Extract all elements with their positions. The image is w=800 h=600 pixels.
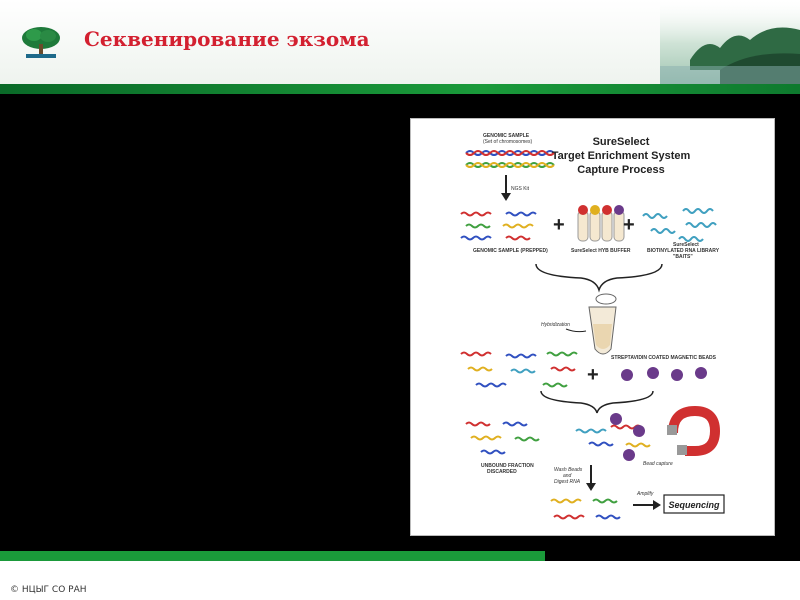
arrowhead-icon (653, 500, 661, 510)
hybridization-tube-icon (588, 293, 617, 355)
sequencing-box (663, 494, 725, 514)
plus-sign-3: + (587, 364, 599, 386)
prepped-sample-label: GENOMIC SAMPLE (PREPPED) (473, 248, 548, 254)
hybridization-label: Hybridization (541, 322, 570, 328)
brace-icon (535, 263, 663, 293)
enriched-fragments-icon (550, 498, 621, 520)
footer-stripe (0, 551, 545, 561)
genomic-sample-sublabel: (Set of chromosomes) (483, 139, 533, 145)
chromosome-set-icon (465, 150, 555, 168)
library-label-2: BIOTINYLATED RNA LIBRARY (647, 248, 720, 254)
genomic-sample-label: GENOMIC SAMPLE (483, 133, 530, 139)
hyb-buffer-label: SureSelect HYB BUFFER (571, 248, 631, 254)
heading-line-2: Target Enrichment System (552, 150, 691, 162)
curved-arrow-icon (565, 328, 587, 333)
prepped-fragments-icon (460, 211, 537, 241)
wash-label-3: Digest RNA (554, 479, 581, 485)
footer-copyright: © НЦЫГ СО РАН (10, 585, 87, 595)
beads-label: STREPTAVIDIN COATED MAGNETIC BEADS (611, 355, 717, 361)
slide-title: Секвенирование экзома (84, 27, 370, 51)
unbound-label-1: UNBOUND FRACTION (481, 463, 534, 469)
heading-line-3: Capture Process (577, 164, 664, 176)
plus-sign-2: + (623, 214, 635, 236)
hyb-buffer-tubes-icon (577, 205, 625, 242)
bead-capture-label: Bead capture (643, 461, 673, 467)
unbound-fragments-icon (465, 421, 540, 455)
plus-sign-1: + (553, 214, 565, 236)
rna-baits-icon (642, 208, 717, 242)
wash-label-1: Wash Beads (554, 467, 583, 473)
magnet-icon (667, 405, 721, 456)
sureselect-diagram: GENOMIC SAMPLE (Set of chromosomes) Sure… (410, 118, 775, 536)
ngs-kit-label: NGS Kit (511, 186, 530, 192)
slide-footer (0, 561, 800, 600)
slide-header: Секвенирование экзома (0, 0, 800, 86)
library-label-1: SureSelect (673, 242, 699, 248)
arrowhead-icon (501, 193, 511, 201)
captured-complex-icon (575, 413, 651, 461)
amplify-label: Amplify (636, 491, 654, 497)
brace-icon (540, 390, 654, 414)
header-stripe (0, 84, 800, 94)
hybrid-fragments-icon (460, 351, 578, 388)
heading-line-1: SureSelect (593, 136, 650, 148)
landscape-image (660, 0, 800, 86)
unbound-label-2: DISCARDED (487, 469, 517, 475)
tree-logo-icon (22, 27, 60, 58)
magnetic-beads-icon (621, 367, 707, 381)
arrowhead-icon (586, 483, 596, 491)
sequencing-label: Sequencing (668, 500, 720, 510)
wash-label-2: and (563, 473, 572, 479)
library-label-3: "BAITS" (673, 254, 693, 260)
